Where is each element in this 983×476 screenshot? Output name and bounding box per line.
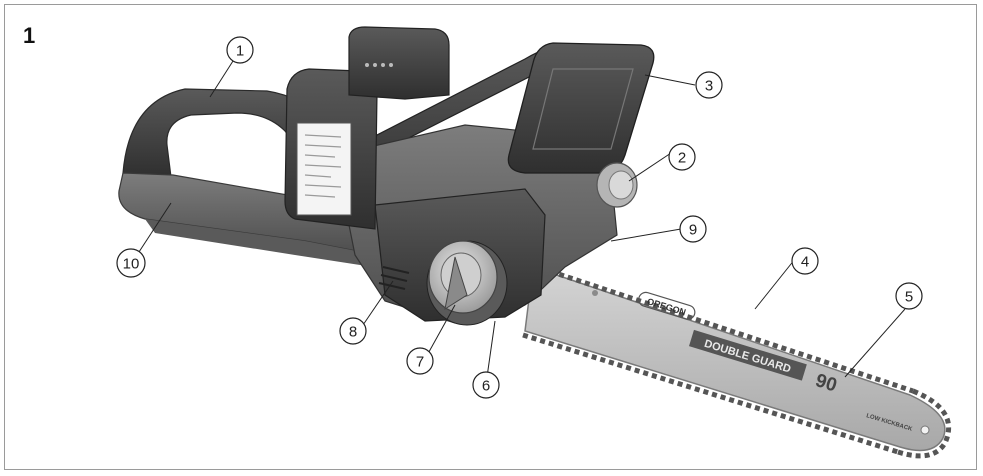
callout-4: 4 — [791, 247, 819, 275]
callout-1-label: 1 — [236, 43, 244, 60]
oil-cap — [596, 162, 638, 208]
figure-frame: 1 — [4, 4, 977, 470]
callout-9: 9 — [679, 215, 707, 243]
callout-9-label: 9 — [689, 222, 697, 239]
rear-handle — [118, 88, 384, 267]
callout-10: 10 — [116, 248, 146, 278]
callout-5: 5 — [895, 282, 923, 310]
callout-8: 8 — [339, 317, 367, 345]
battery-pack — [284, 26, 450, 230]
callout-1: 1 — [226, 36, 254, 64]
callout-8-label: 8 — [349, 324, 357, 341]
callout-2: 2 — [668, 143, 696, 171]
hand-guard — [507, 42, 655, 174]
callout-3: 3 — [695, 71, 723, 99]
callout-10-label: 10 — [123, 256, 140, 273]
callout-6: 6 — [472, 371, 500, 399]
callout-7: 7 — [406, 347, 434, 375]
callout-6-label: 6 — [482, 378, 490, 395]
tension-knob — [426, 240, 508, 326]
callout-5-label: 5 — [905, 289, 913, 306]
callout-3-label: 3 — [705, 78, 713, 95]
callout-2-label: 2 — [678, 150, 686, 167]
chainsaw-illustration: OREGON DOUBLE GUARD 90 LOW KICKBACK — [116, 26, 952, 459]
callout-4-label: 4 — [801, 254, 809, 271]
figure-number: 1 — [23, 23, 36, 48]
callout-7-label: 7 — [416, 354, 424, 371]
callout-leaders — [136, 60, 906, 378]
